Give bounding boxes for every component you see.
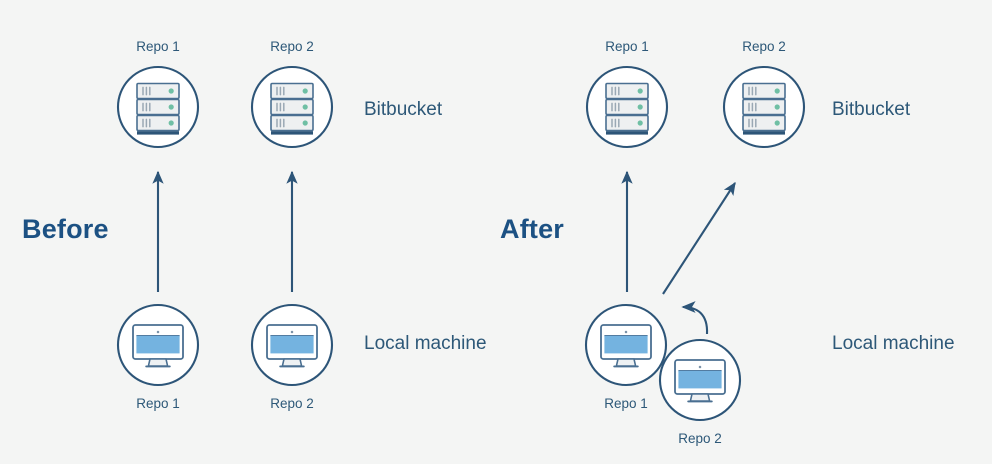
before-local-group-label: Local machine (364, 333, 487, 354)
server-icon (605, 82, 649, 136)
section-before-graphics (116, 65, 334, 387)
before-local-label-repo-1: Repo 1 (136, 396, 180, 411)
before-remote-group-label: Bitbucket (364, 99, 443, 120)
after-remote-node-repo-2[interactable] (722, 65, 806, 149)
after-local-group-label: Local machine (832, 333, 955, 354)
after-remote-label-repo-2: Repo 2 (742, 39, 786, 54)
section-title-after: After (500, 214, 565, 244)
before-local-label-repo-2: Repo 2 (270, 396, 314, 411)
after-local-node-repo-1[interactable] (584, 303, 668, 387)
server-icon (136, 82, 180, 136)
after-local-label-repo-1: Repo 1 (604, 396, 648, 411)
after-remote-label-repo-1: Repo 1 (605, 39, 649, 54)
before-local-node-repo-1[interactable] (116, 303, 200, 387)
section-after-graphics (584, 65, 806, 422)
before-remote-node-repo-1[interactable] (116, 65, 200, 149)
after-local-node-repo-2[interactable] (658, 338, 742, 422)
before-remote-label-repo-1: Repo 1 (136, 39, 180, 54)
after-remote-node-repo-1[interactable] (585, 65, 669, 149)
after-remote-group-label: Bitbucket (832, 99, 911, 120)
after-push-arrow-repo-2 (662, 181, 736, 295)
before-remote-label-repo-2: Repo 2 (270, 39, 314, 54)
server-icon (270, 82, 314, 136)
after-sync-curved-arrow (681, 301, 709, 335)
server-icon (742, 82, 786, 136)
section-title-before: Before (22, 214, 109, 244)
before-remote-node-repo-2[interactable] (250, 65, 334, 149)
before-local-node-repo-2[interactable] (250, 303, 334, 387)
after-local-label-repo-2: Repo 2 (678, 431, 722, 446)
